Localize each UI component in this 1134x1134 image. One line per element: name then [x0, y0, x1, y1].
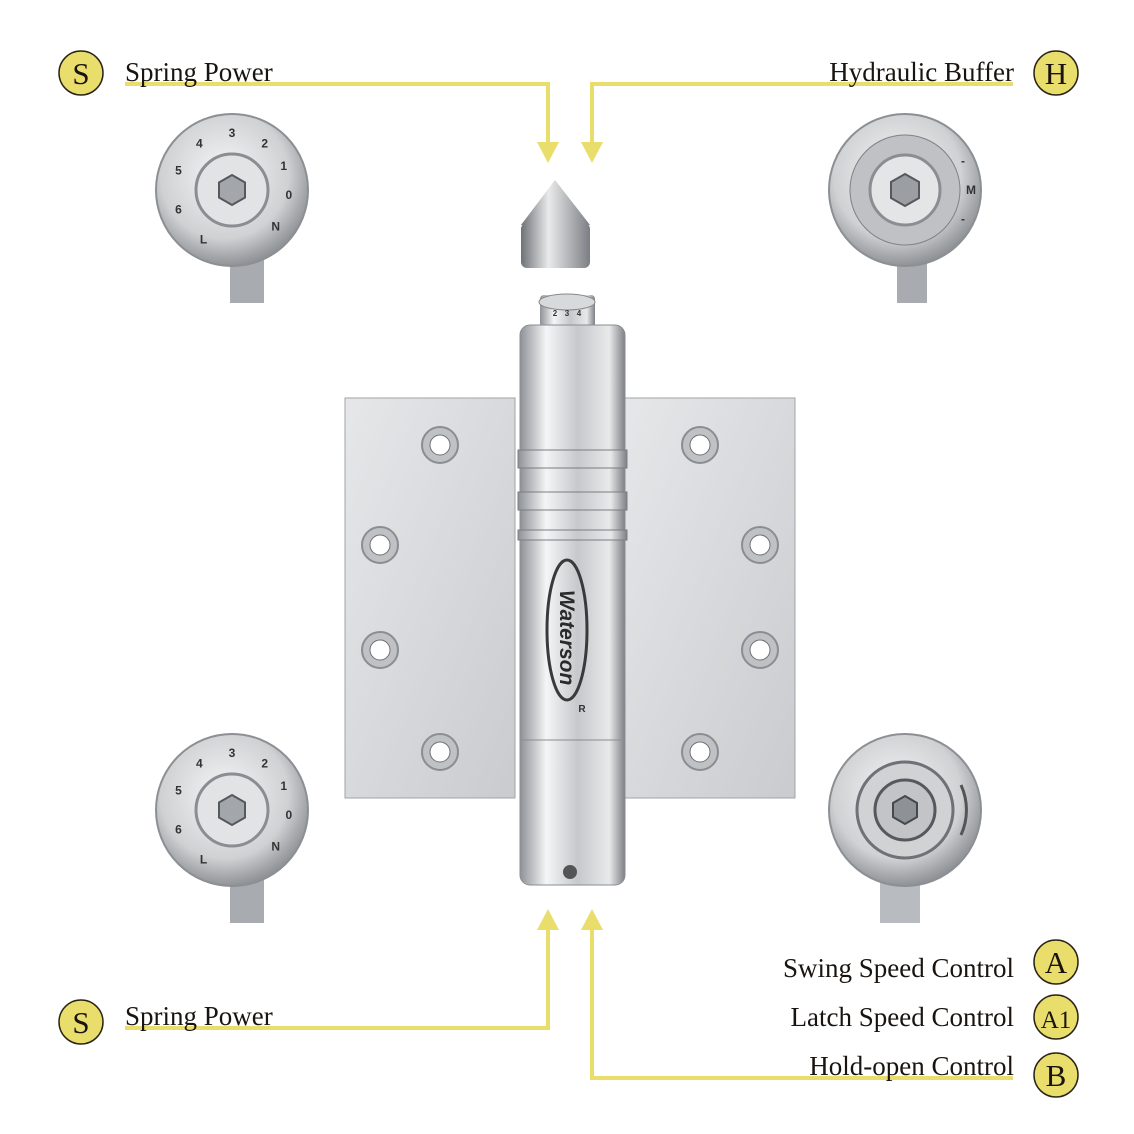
- adjust-arc-icon: [959, 784, 968, 836]
- dial-mark: L: [200, 852, 207, 866]
- spring-dial-top: 0 12 3 45 6L N: [155, 113, 309, 303]
- hex-socket-icon: [218, 173, 246, 207]
- arrowheads: [537, 142, 603, 930]
- badge-a1: [1033, 994, 1079, 1040]
- badge-h-letter: H: [1045, 56, 1067, 91]
- label-hold-open: Hold-open Control: [809, 1051, 1014, 1081]
- badge-a-letter: A: [1045, 945, 1068, 980]
- screw-hole-inner: [749, 534, 771, 556]
- label-spring-power: Spring Power: [125, 57, 273, 87]
- registered-mark: R: [578, 704, 586, 715]
- arrow-up-icon: [537, 909, 559, 930]
- hydraulic-dial: - M -: [828, 113, 982, 303]
- dial-mark: 6: [175, 823, 182, 837]
- left-leaf: [344, 397, 516, 799]
- svg-text:2: 2: [553, 309, 558, 318]
- label-spring-power: Spring Power: [125, 1001, 273, 1031]
- hinge-cap: [521, 180, 590, 268]
- hinge-leaves: [344, 397, 796, 799]
- dial-mark: N: [271, 220, 280, 234]
- badge-b: [1033, 1052, 1079, 1098]
- dial-mark: 4: [196, 756, 203, 770]
- brand-logo-oval: [545, 558, 589, 702]
- brand-logo: Waterson: [555, 590, 578, 685]
- dial-mark: 1: [280, 779, 287, 793]
- callout-latch-speed: A1 Latch Speed Control: [791, 994, 1079, 1040]
- callout-hold-open: B Hold-open Control: [809, 1051, 1079, 1098]
- dial-mark: 5: [175, 784, 182, 798]
- arrow-up-icon: [581, 909, 603, 930]
- badge-a1-letter: A1: [1041, 1007, 1072, 1034]
- dial-mark: N: [271, 840, 280, 854]
- hex-socket-icon: [892, 794, 918, 826]
- badge-s-letter: S: [72, 56, 89, 91]
- line-hydraulic-top: [590, 82, 1013, 150]
- arrow-down-icon: [537, 142, 559, 163]
- screw-hole-inner: [689, 741, 711, 763]
- dial-mark: 5: [175, 164, 182, 178]
- callout-hydraulic-buffer: H Hydraulic Buffer: [829, 50, 1079, 96]
- label-hydraulic-buffer: Hydraulic Buffer: [829, 57, 1014, 87]
- badge-h: [1033, 50, 1079, 96]
- badge-s: [58, 999, 104, 1045]
- screw-hole-inner: [689, 434, 711, 456]
- dial-mark: 3: [229, 126, 236, 140]
- screw-hole-inner: [749, 639, 771, 661]
- right-leaf: [624, 397, 796, 799]
- dial-mark: 3: [229, 746, 236, 760]
- set-screw: [563, 865, 577, 879]
- callout-spring-power-bottom: S Spring Power: [58, 999, 273, 1045]
- dial-mark: 1: [280, 159, 287, 173]
- dial-mark: 2: [261, 756, 268, 770]
- screw-holes: [361, 426, 779, 771]
- hinge-barrel: 2 3 4 Waterson R: [517, 293, 628, 886]
- badge-b-letter: B: [1046, 1058, 1067, 1093]
- spring-dial-bottom: 0 12 3 45 6L N: [155, 733, 309, 923]
- speed-control-dial: [828, 733, 982, 923]
- callout-spring-power-top: S Spring Power: [58, 50, 273, 96]
- line-hold-open: [590, 924, 1013, 1080]
- arrow-down-icon: [581, 142, 603, 163]
- dial-mark: 6: [175, 203, 182, 217]
- screw-hole-inner: [369, 534, 391, 556]
- screw-hole-inner: [429, 434, 451, 456]
- callout-swing-speed: A Swing Speed Control: [783, 939, 1079, 985]
- line-spring-top: [125, 82, 550, 150]
- screw-hole-inner: [429, 741, 451, 763]
- svg-text:M: M: [966, 183, 976, 197]
- callout-lines: [125, 82, 1013, 1080]
- label-swing-speed: Swing Speed Control: [783, 953, 1014, 983]
- svg-text:-: -: [961, 212, 965, 226]
- screw-hole-inner: [369, 639, 391, 661]
- badge-a: [1033, 939, 1079, 985]
- dial-mark: 0: [285, 188, 292, 202]
- dial-mark: 4: [196, 136, 203, 150]
- dial-mark: L: [200, 232, 207, 246]
- dial-mark: 2: [261, 136, 268, 150]
- badge-s-letter: S: [72, 1005, 89, 1040]
- dial-mark: 0: [285, 808, 292, 822]
- svg-text:-: -: [961, 154, 965, 168]
- label-latch-speed: Latch Speed Control: [791, 1002, 1014, 1032]
- svg-text:3: 3: [565, 309, 570, 318]
- hex-socket-icon: [218, 793, 246, 827]
- svg-text:4: 4: [577, 309, 582, 318]
- hex-socket-icon: [890, 172, 920, 208]
- line-spring-bottom: [125, 924, 550, 1030]
- badge-s: [58, 50, 104, 96]
